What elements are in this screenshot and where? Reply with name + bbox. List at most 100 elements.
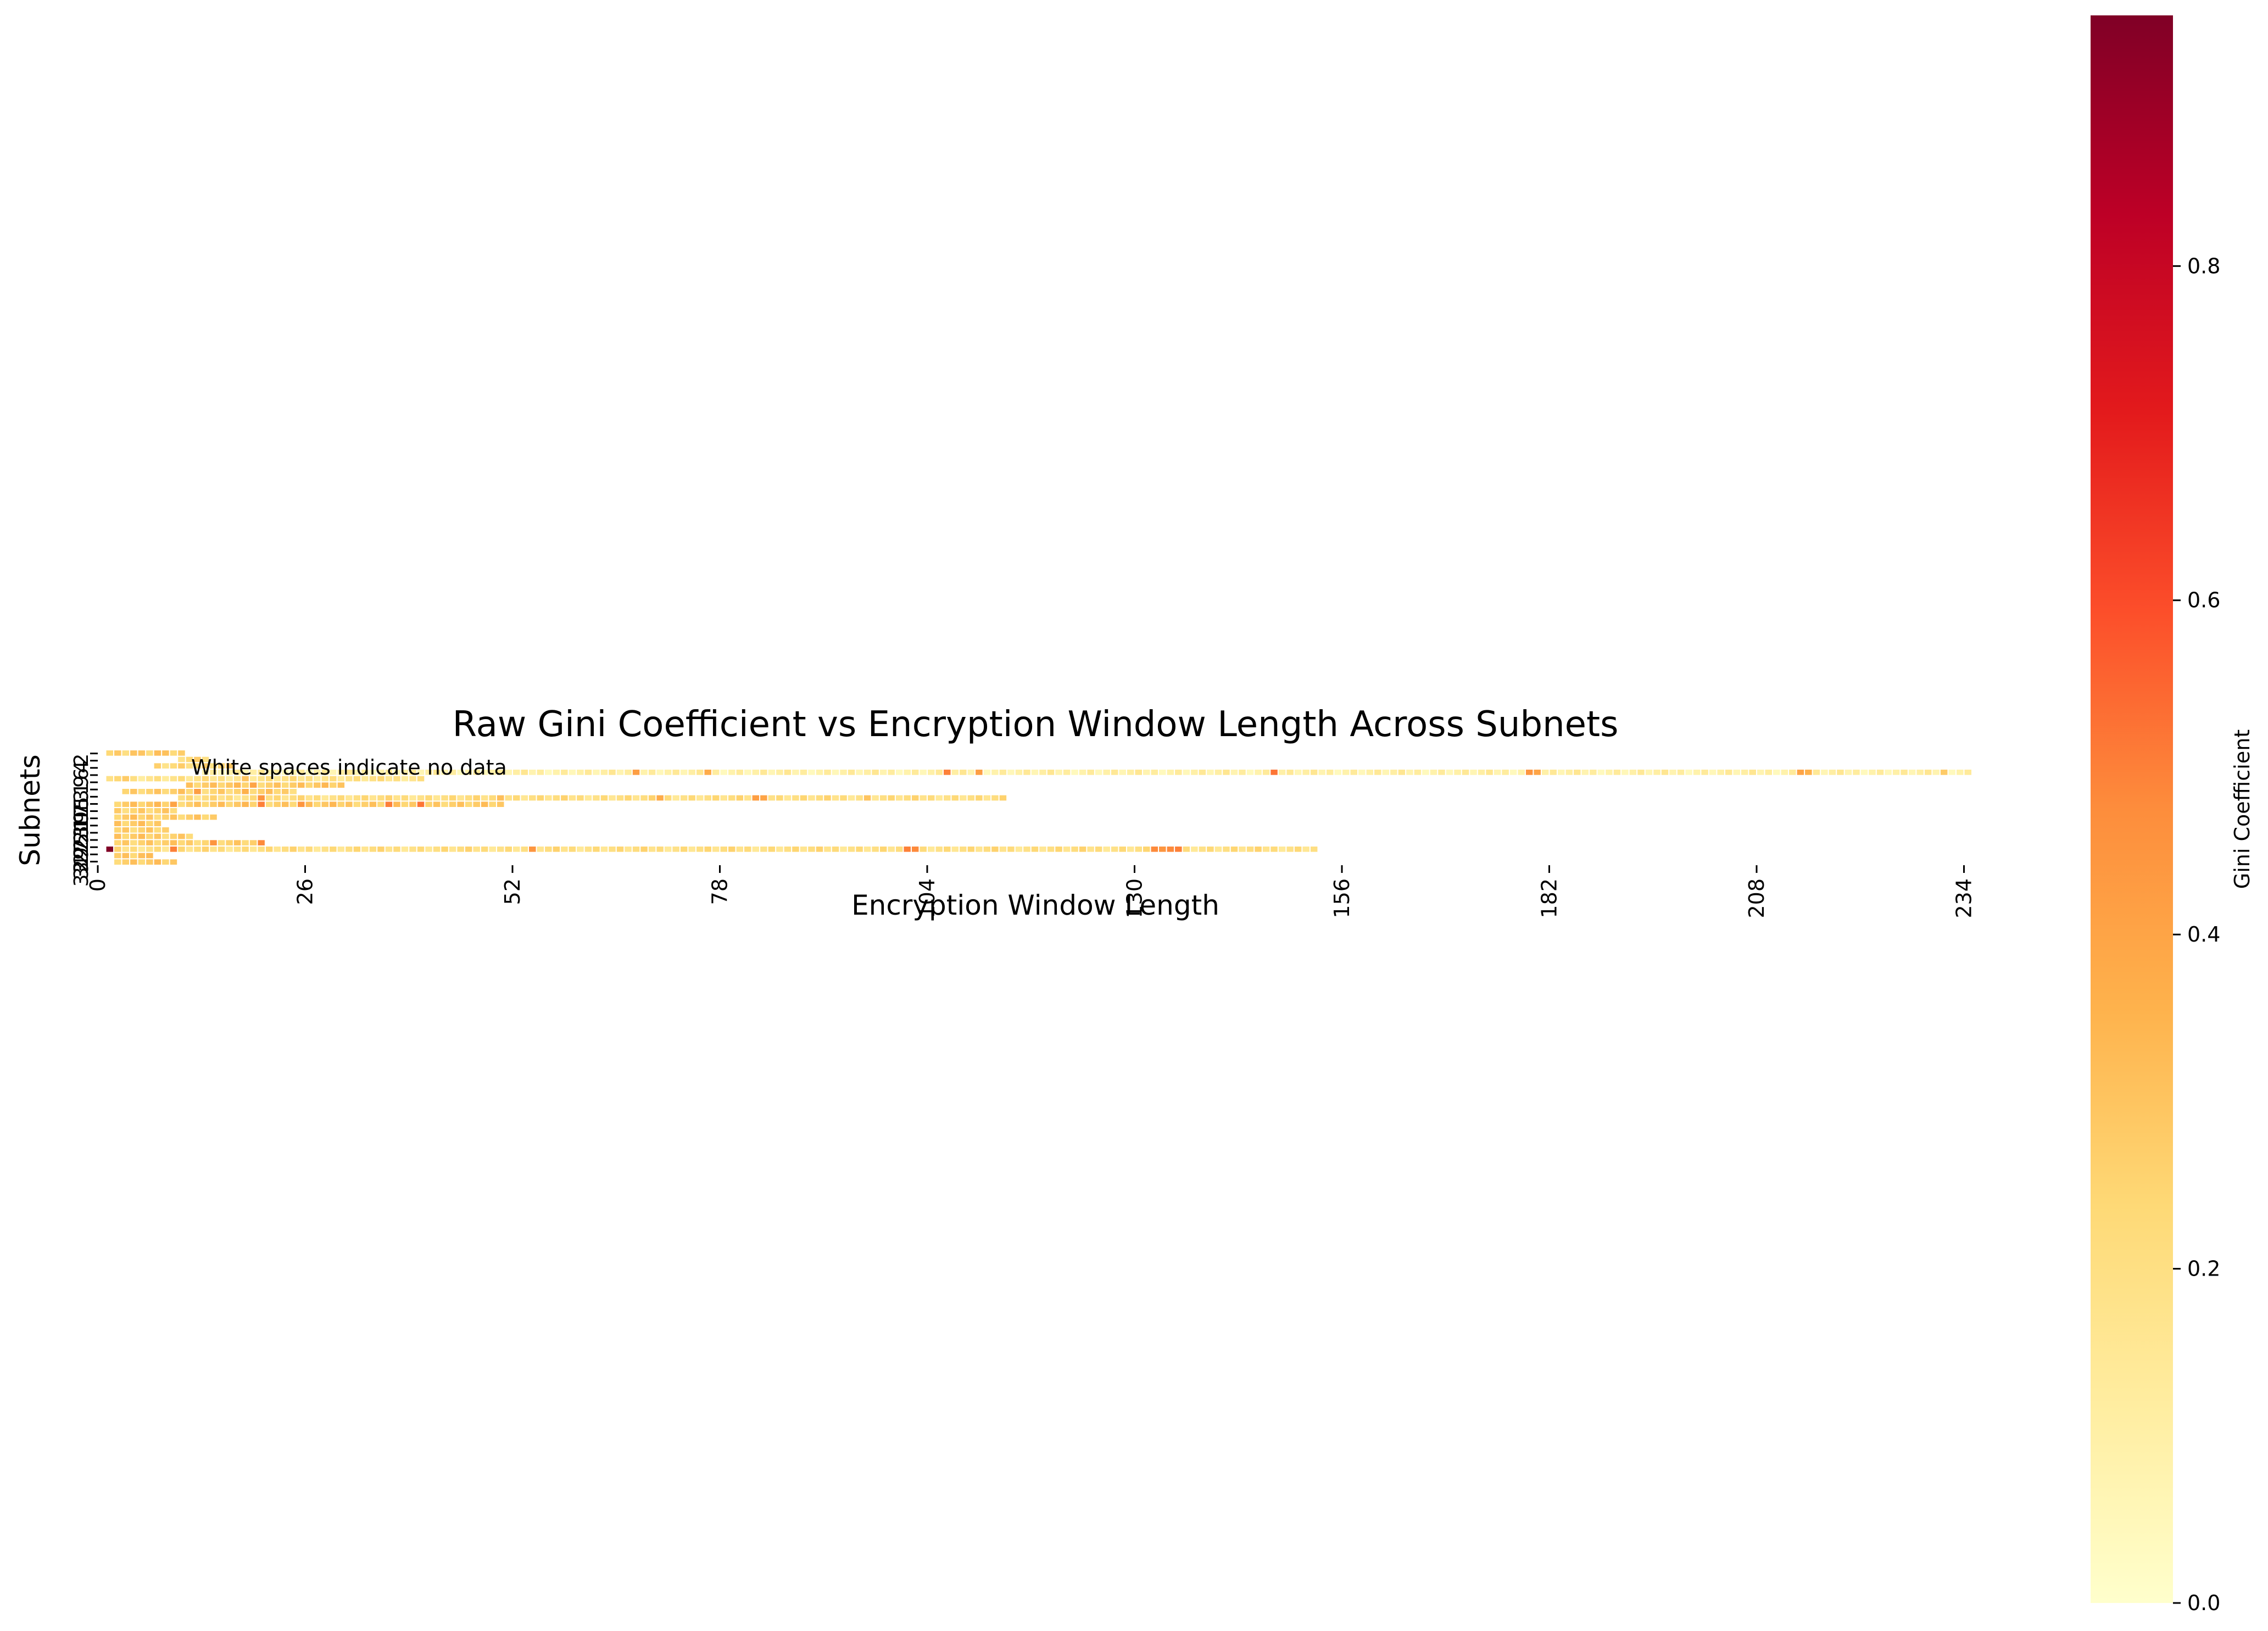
x-tick-label: 156 [1330, 878, 1354, 919]
heatmap-cell [346, 847, 353, 852]
heatmap-cell [401, 847, 409, 852]
heatmap-cell [114, 808, 121, 814]
heatmap-cell [401, 795, 409, 801]
heatmap-cell [768, 847, 776, 852]
heatmap-cell [927, 795, 935, 801]
heatmap-cell [920, 847, 927, 852]
heatmap-cell [210, 795, 217, 801]
heatmap-cell [1031, 770, 1039, 775]
heatmap-cell [330, 782, 337, 788]
heatmap-cell [1071, 770, 1078, 775]
heatmap-cell [1079, 847, 1086, 852]
heatmap-cell [162, 808, 169, 814]
heatmap-cell [1023, 847, 1030, 852]
heatmap-cell [712, 795, 720, 801]
heatmap-cell [154, 827, 161, 833]
y-tick-label: 27 [70, 840, 93, 865]
colorbar-tick-label: 0.0 [2187, 1591, 2220, 1615]
heatmap-cell [385, 847, 393, 852]
heatmap-cell [194, 782, 201, 788]
heatmap-cell [122, 776, 130, 782]
heatmap-cell [1494, 770, 1501, 775]
heatmap-cell [1366, 770, 1374, 775]
heatmap-cell [346, 770, 353, 775]
heatmap-cell [146, 789, 153, 794]
heatmap-cell [537, 847, 544, 852]
heatmap-cell [1406, 770, 1413, 775]
heatmap-cell [281, 776, 289, 782]
heatmap-cell [704, 795, 711, 801]
heatmap-cell [202, 770, 209, 775]
heatmap-cell [1127, 847, 1134, 852]
heatmap-cell [321, 770, 329, 775]
heatmap-cell [377, 847, 384, 852]
heatmap-cell [720, 847, 728, 852]
heatmap-cell [513, 795, 520, 801]
heatmap-cell [170, 833, 177, 839]
heatmap-cell [258, 847, 265, 852]
heatmap-cell [497, 795, 504, 801]
heatmap-cell [154, 801, 161, 807]
heatmap-cell [840, 847, 847, 852]
heatmap-cell [664, 795, 672, 801]
heatmap-cell [999, 770, 1007, 775]
heatmap-cell [226, 801, 233, 807]
heatmap-cell [289, 789, 297, 794]
heatmap-cell [114, 821, 121, 826]
heatmap-cell [218, 840, 225, 845]
heatmap-cell [561, 770, 568, 775]
heatmap-cell [218, 801, 225, 807]
heatmap-cell [1135, 770, 1143, 775]
y-tick-label: 15 [70, 797, 93, 822]
heatmap-cell [1151, 770, 1158, 775]
heatmap-cell [202, 840, 209, 845]
heatmap-cell [927, 770, 935, 775]
heatmap-cell [768, 770, 776, 775]
heatmap-cell [265, 776, 273, 782]
heatmap-cell [233, 795, 241, 801]
heatmap-cell [1486, 770, 1493, 775]
heatmap-cell [289, 770, 297, 775]
heatmap-cell [337, 795, 345, 801]
heatmap-cell [114, 750, 121, 756]
heatmap-cell [114, 827, 121, 833]
heatmap-cell [1230, 847, 1238, 852]
heatmap-cell [728, 770, 735, 775]
heatmap-cell [409, 801, 416, 807]
heatmap-cell [122, 840, 130, 845]
heatmap-cell [289, 801, 297, 807]
heatmap-cell [792, 770, 799, 775]
heatmap-cell [856, 795, 863, 801]
heatmap-cell [154, 789, 161, 794]
heatmap-cell [281, 782, 289, 788]
heatmap-cell [1310, 770, 1318, 775]
colorbar-tick-label: 0.2 [2187, 1257, 2220, 1281]
heatmap-cell [497, 770, 504, 775]
heatmap-cell [593, 795, 600, 801]
heatmap-cell [1956, 770, 1964, 775]
heatmap-cell [130, 833, 137, 839]
heatmap-cell [616, 795, 624, 801]
heatmap-cell [904, 770, 911, 775]
heatmap-cell [202, 782, 209, 788]
heatmap-cell [808, 847, 815, 852]
heatmap-cell [1103, 770, 1110, 775]
colorbar [2091, 15, 2173, 1603]
heatmap-cell [656, 795, 664, 801]
heatmap-cell [1438, 770, 1445, 775]
heatmap-cell [521, 795, 528, 801]
heatmap-cell [114, 833, 121, 839]
heatmap-cell [696, 847, 704, 852]
heatmap-cell [178, 814, 185, 820]
heatmap-cell [680, 847, 688, 852]
heatmap-cell [170, 776, 177, 782]
heatmap-cell [465, 847, 472, 852]
heatmap-cell [202, 847, 209, 852]
heatmap-cell [154, 821, 161, 826]
heatmap-cell [361, 770, 369, 775]
heatmap-cell [170, 847, 177, 852]
heatmap-cell [1223, 770, 1230, 775]
heatmap-cell [233, 840, 241, 845]
heatmap-cell [640, 770, 648, 775]
y-tick-label: 4 [70, 761, 93, 773]
